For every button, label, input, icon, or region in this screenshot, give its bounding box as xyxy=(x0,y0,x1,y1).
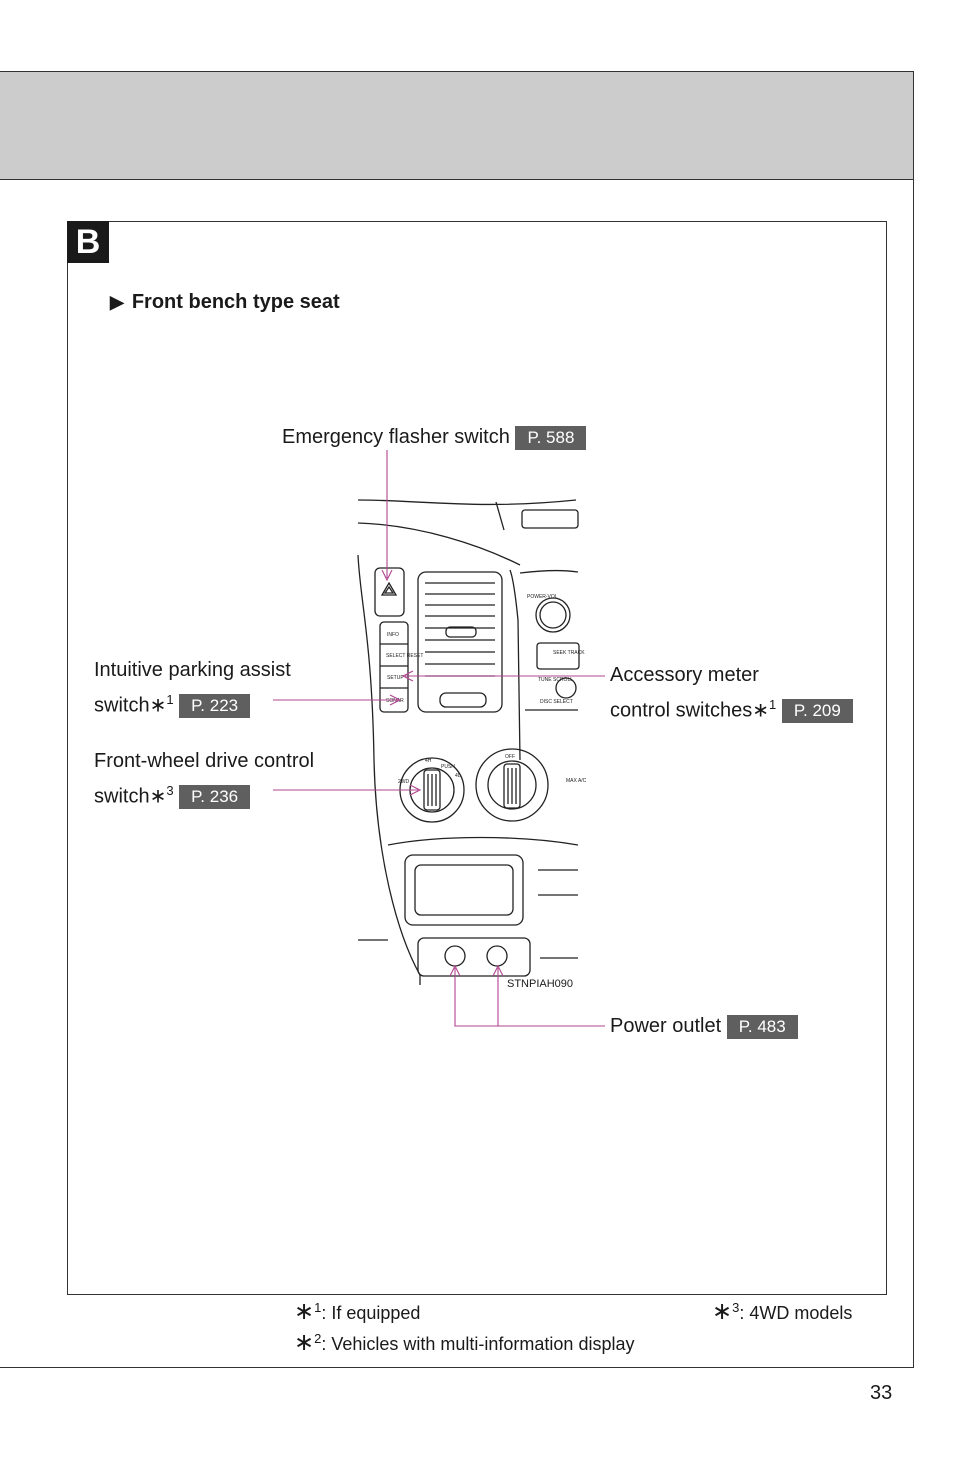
power-volume-knob xyxy=(535,597,571,633)
footnote-number: 3 xyxy=(732,1300,740,1315)
footnote-text: : If equipped xyxy=(321,1303,421,1323)
twowd-label: 2WD xyxy=(398,779,410,785)
callout-accessory-meter: Accessory meter control switches∗1 P. 20… xyxy=(610,661,853,726)
callout-fwd-line2-row: switch∗3 P. 236 xyxy=(94,776,314,812)
switch-column xyxy=(379,621,409,713)
tune-label: TUNE SCROLL xyxy=(538,677,573,683)
callout-parking-line2-row: switch∗1 P. 223 xyxy=(94,685,291,721)
page-ref-209[interactable]: P. 209 xyxy=(781,699,853,724)
push-label: PUSH xyxy=(441,764,455,770)
callout-parking-assist: Intuitive parking assist switch∗1 P. 223 xyxy=(94,656,291,721)
page-ref-236[interactable]: P. 236 xyxy=(179,785,251,810)
footnote-ref: 1 xyxy=(166,692,174,707)
callout-power-outlet: Power outlet P. 483 xyxy=(610,1012,798,1041)
callout-emergency-flasher: Emergency flasher switch P. 588 xyxy=(282,423,587,452)
callout-accessory-line1: Accessory meter xyxy=(610,664,759,686)
display-slot xyxy=(521,509,579,529)
footnote-mark: ∗ xyxy=(712,1298,733,1325)
select-reset-label: SELECT RESET xyxy=(386,653,423,659)
figure-frame xyxy=(67,221,887,1295)
triangle-bullet-icon: ▶ xyxy=(110,292,124,312)
footnote-mark: ∗ xyxy=(294,1329,315,1356)
footnote-text: : 4WD models xyxy=(739,1303,853,1323)
callout-fwd-line1: Front-wheel drive control xyxy=(94,750,315,772)
page-ref-483[interactable]: P. 483 xyxy=(726,1014,798,1039)
off-label: OFF xyxy=(505,754,515,760)
section-badge: B xyxy=(67,221,109,263)
page-border-bottom xyxy=(0,1367,914,1368)
setup-label: SETUP xyxy=(387,675,404,681)
footnote-1: ∗1: If equipped xyxy=(294,1297,420,1326)
sonar-label: SONAR xyxy=(386,698,404,704)
center-stack-left-edge xyxy=(357,554,421,976)
figure-code: STNPIAH090 xyxy=(507,978,574,990)
power-outlet-right xyxy=(486,945,508,967)
storage-pocket xyxy=(404,854,524,926)
page-border-right xyxy=(913,180,914,1368)
page-ref-588[interactable]: P. 588 xyxy=(515,425,587,450)
leader-power-left xyxy=(454,968,605,1027)
callout-fwd-line2: switch xyxy=(94,785,150,808)
max-ac-label: MAX A/C xyxy=(566,778,587,784)
footnote-number: 1 xyxy=(314,1300,322,1315)
tune-scroll-knob xyxy=(555,677,577,699)
footnote-ref: 1 xyxy=(769,697,777,712)
asterisk-mark: ∗ xyxy=(149,694,167,717)
chapter-header-band xyxy=(0,71,914,180)
subheading-text: Front bench type seat xyxy=(131,291,340,313)
dash-upper-edge xyxy=(357,499,577,506)
power-outlet-panel xyxy=(417,937,531,977)
footnote-mark: ∗ xyxy=(294,1298,315,1325)
footnote-2: ∗2: Vehicles with multi-information disp… xyxy=(294,1328,634,1357)
disc-label: DISC SELECT xyxy=(540,699,573,705)
subheading: ▶ Front bench type seat xyxy=(110,291,340,314)
power-vol-label: POWER-VOL xyxy=(527,594,558,600)
page-ref-223[interactable]: P. 223 xyxy=(179,694,251,719)
callout-parking-line2: switch xyxy=(94,694,150,717)
callout-accessory-line2: control switches xyxy=(610,699,753,722)
climate-knob xyxy=(475,748,549,822)
hazard-button xyxy=(374,567,405,617)
footnote-number: 2 xyxy=(314,1331,322,1346)
dash-curve xyxy=(357,522,521,566)
callout-front-wheel-drive: Front-wheel drive control switch∗3 P. 23… xyxy=(94,747,314,812)
footnote-text: : Vehicles with multi-information displa… xyxy=(321,1334,635,1354)
footnote-ref: 3 xyxy=(166,783,174,798)
callout-parking-line1: Intuitive parking assist xyxy=(94,659,291,681)
seek-label: SEEK TRACK xyxy=(553,650,585,656)
asterisk-mark: ∗ xyxy=(752,699,770,722)
page-number: 33 xyxy=(870,1382,893,1404)
info-label: INFO xyxy=(387,632,399,638)
asterisk-mark: ∗ xyxy=(149,785,167,808)
callout-accessory-line2-row: control switches∗1 P. 209 xyxy=(610,690,853,726)
fourh-label: 4H xyxy=(425,758,432,764)
footnote-3: ∗3: 4WD models xyxy=(712,1297,852,1326)
seek-track-button xyxy=(536,642,580,670)
power-outlet-left xyxy=(444,945,466,967)
callout-emergency-text: Emergency flasher switch xyxy=(282,426,510,448)
callout-power-text: Power outlet xyxy=(610,1015,722,1037)
hazard-triangle-icon xyxy=(380,581,398,596)
center-air-vent xyxy=(417,571,503,713)
fourl-label: 4L xyxy=(455,773,461,779)
